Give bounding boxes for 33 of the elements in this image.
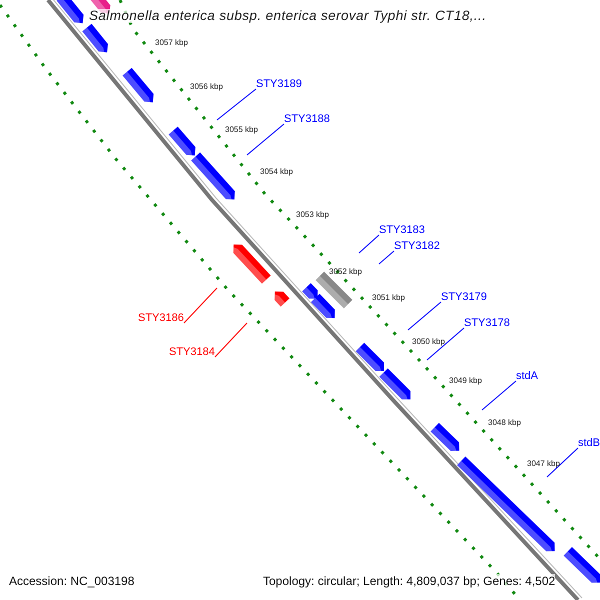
leader-line bbox=[408, 302, 442, 330]
leader-line bbox=[246, 124, 284, 156]
leader-line bbox=[184, 288, 218, 324]
gene-label: stdB bbox=[578, 437, 600, 450]
leader-line bbox=[378, 250, 394, 264]
position-tick-label: 3057 kbp bbox=[155, 38, 188, 47]
position-tick-label: 3053 kbp bbox=[296, 210, 329, 219]
gene-label: STY3183 bbox=[379, 224, 425, 237]
gene-label: STY3178 bbox=[464, 317, 510, 330]
position-tick-label: 3055 kbp bbox=[225, 125, 258, 134]
gene-label: stdA bbox=[516, 370, 538, 383]
accession-text: Accession: NC_003198 bbox=[9, 574, 134, 588]
gene-label: STY3189 bbox=[256, 78, 302, 91]
position-tick-label: 3047 kbp bbox=[527, 459, 560, 468]
position-tick-label: 3048 kbp bbox=[488, 418, 521, 427]
position-tick-label: 3051 kbp bbox=[372, 293, 405, 302]
position-tick-label: 3054 kbp bbox=[260, 167, 293, 176]
leader-line bbox=[214, 322, 248, 358]
genome-stats-text: Topology: circular; Length: 4,809,037 bp; Genes: 4,502 bbox=[263, 574, 556, 588]
leader-line bbox=[358, 234, 380, 254]
gene-label: STY3184 bbox=[169, 346, 215, 359]
position-tick-label: 3052 kbp bbox=[329, 267, 362, 276]
gene-label: STY3186 bbox=[138, 312, 184, 325]
gene-label: STY3188 bbox=[284, 113, 330, 126]
position-tick-label: 3049 kbp bbox=[449, 376, 482, 385]
gene-label: STY3179 bbox=[441, 291, 487, 304]
leader-line bbox=[426, 328, 464, 360]
leader-line bbox=[546, 448, 578, 478]
leader-line bbox=[216, 88, 256, 120]
position-tick-label: 3050 kbp bbox=[412, 337, 445, 346]
position-tick-label: 3056 kbp bbox=[190, 82, 223, 91]
gene-label: STY3182 bbox=[394, 240, 440, 253]
leader-line bbox=[482, 380, 516, 410]
